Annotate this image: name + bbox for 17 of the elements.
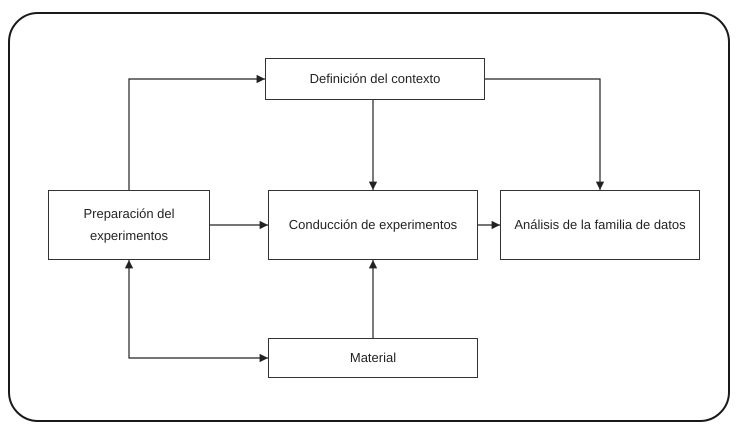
arrow: [124, 260, 268, 362]
process-box: [268, 190, 478, 260]
arrow: [368, 100, 378, 190]
box-label: Material: [350, 349, 396, 367]
arrow: [128, 74, 265, 190]
box-label: Preparación del experimentos: [82, 205, 176, 245]
box-label: Conducción de experimentos: [288, 216, 458, 234]
arrow: [210, 220, 268, 230]
box-label: Definición del contexto: [310, 70, 440, 88]
arrow: [368, 260, 378, 338]
arrow: [478, 220, 500, 230]
box-label: Análisis de la familia de datos: [514, 216, 686, 234]
process-box: [48, 190, 210, 260]
process-box: [500, 190, 700, 260]
process-box: [268, 338, 478, 378]
process-box: [265, 58, 485, 100]
arrow: [485, 78, 604, 190]
